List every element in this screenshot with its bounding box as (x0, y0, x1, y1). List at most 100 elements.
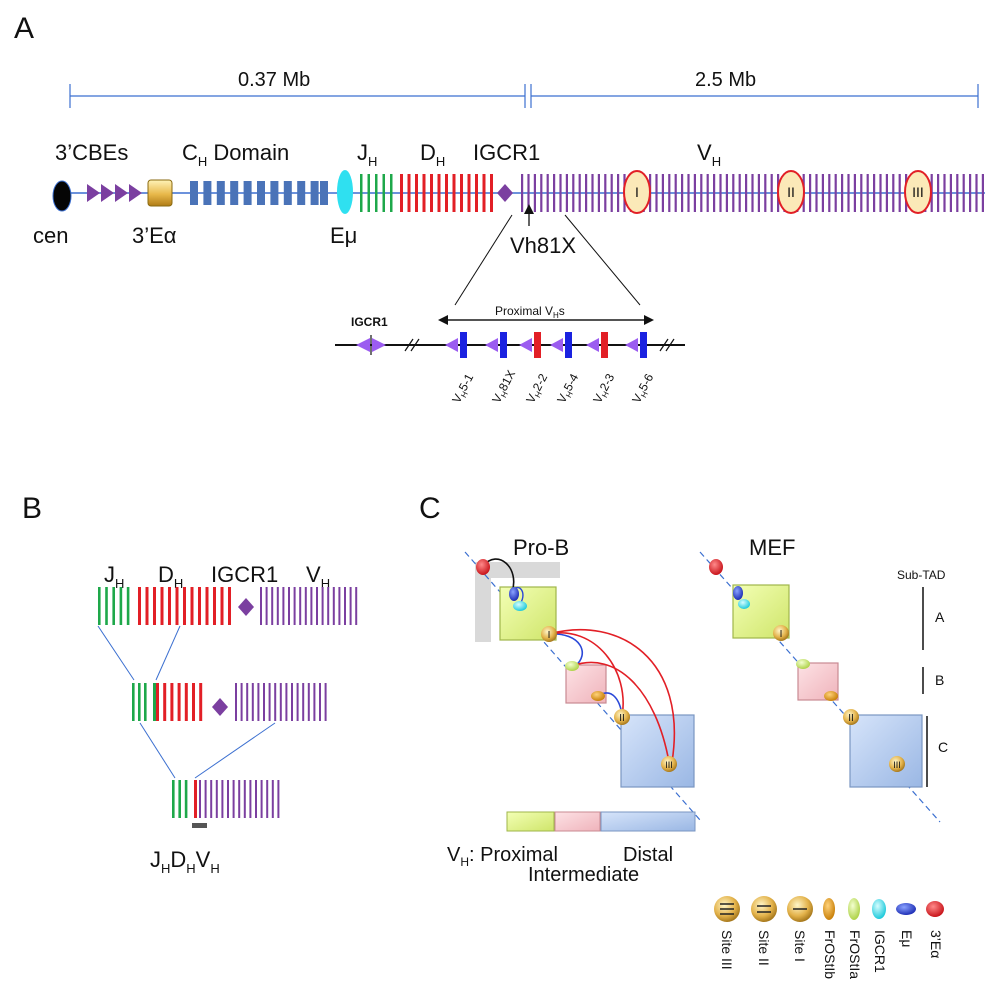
b-jh-bar (184, 780, 188, 818)
vh-bar (700, 174, 703, 212)
scale-label-right: 2.5 Mb (695, 69, 756, 91)
b-vh-bar (271, 587, 274, 625)
jh-bar (375, 174, 378, 212)
inset-gene-arrow (625, 338, 638, 352)
vh-bar (885, 174, 888, 212)
vh-bar (962, 174, 965, 212)
b-djh-row (132, 683, 327, 721)
b-connector-lines (97, 625, 276, 779)
b-dh-bar (220, 587, 224, 625)
b-vh-bar (260, 780, 263, 818)
c-mef-title: MEF (749, 535, 795, 560)
vh-bar (764, 174, 767, 212)
b-vh-bar (215, 780, 218, 818)
inset-gene-block (601, 332, 608, 358)
b-jh-bar (112, 587, 115, 625)
cbe-arrow (101, 184, 114, 202)
b-vh-bar (355, 587, 358, 625)
b-dh-bar (145, 587, 149, 625)
vh-bar (719, 174, 722, 212)
vh-bar (821, 174, 824, 212)
subtad-label-a: A (935, 609, 945, 625)
vh-bar (745, 174, 748, 212)
svg-text:I: I (780, 629, 783, 640)
ch-block (270, 181, 279, 205)
label-dh: DH (420, 140, 445, 169)
jh-bar (367, 174, 370, 212)
svg-text:III: III (893, 760, 901, 770)
inset-gene-arrow (586, 338, 599, 352)
vh-bar (898, 174, 901, 212)
mef-subtad-c (849, 714, 923, 788)
label-jh: JH (357, 140, 377, 169)
b-vdj-row (172, 780, 280, 818)
vh-bar (956, 174, 959, 212)
dh-bar (460, 174, 463, 212)
svg-text:I: I (548, 630, 551, 641)
b-vh-bar (313, 683, 316, 721)
legend-label: IGCR1 (872, 930, 888, 973)
b-vh-bar (319, 683, 321, 721)
svg-text:I: I (635, 184, 639, 200)
dh-bar (475, 174, 478, 212)
vh-bar (713, 174, 716, 212)
vh-bar (572, 174, 575, 212)
b-vh-bar (255, 780, 257, 818)
cbe-arrows (87, 184, 142, 202)
emu-enhancer-shape (337, 170, 353, 214)
b-vh-bar (285, 683, 288, 721)
inset-gene-block (500, 332, 507, 358)
b-vh-bar (238, 780, 241, 818)
b-jh-bar (126, 587, 130, 625)
legend-label: Eμ (899, 930, 915, 947)
vh-bar (585, 174, 588, 212)
ch-block (216, 181, 225, 205)
cbe-arrow (129, 184, 142, 202)
label-emu: Eμ (330, 223, 357, 248)
vh-bar (706, 174, 709, 212)
legend-label: FrOStIb (822, 930, 838, 979)
inset-igcr1-arrows (356, 335, 386, 355)
vh-bar (655, 174, 658, 212)
b-vh-bar (291, 683, 293, 721)
vh-bar (674, 174, 677, 212)
ch-domain-blocks (190, 181, 328, 205)
inset-gene-label: VH81X (489, 368, 520, 407)
b-vh-bar (246, 683, 249, 721)
b-vh-bar (307, 683, 310, 721)
b-jh-bar (138, 683, 141, 721)
vh-bar (553, 174, 556, 212)
vh-bar (828, 174, 831, 212)
vh-bar (757, 174, 760, 212)
scale-bar-left (69, 84, 526, 108)
vh-bar (751, 174, 754, 212)
vh-bar (860, 174, 863, 212)
dh-bar (437, 174, 441, 212)
legend-emu-ball (896, 903, 916, 915)
b-dh-bar (228, 587, 231, 625)
b-jh-bar (172, 780, 175, 818)
legend-label: Site III (719, 930, 735, 970)
vh-bar (617, 174, 620, 212)
b-vh-bar (227, 780, 229, 818)
c-label-proximal: VH: Proximal (447, 844, 558, 869)
b-vh-bar (257, 683, 260, 721)
ch-block (190, 181, 198, 205)
b-dh-bar (205, 587, 209, 625)
b-dh-bar (138, 587, 141, 625)
b-dh-bar (163, 683, 167, 721)
inset-gene-label: VH2-2 (523, 371, 552, 406)
b-vh-bar (251, 683, 254, 721)
label-ch-domain: CH Domain (182, 140, 289, 169)
b-label-dh: DH (158, 562, 183, 591)
b-vh-bar (296, 683, 299, 721)
site-i-oval: I (623, 170, 651, 214)
dh-bar (482, 174, 486, 212)
label-vh81x: Vh81X (510, 233, 576, 258)
dh-bar (400, 174, 403, 212)
dh-bar (415, 174, 418, 212)
inset-gene-arrow (519, 338, 532, 352)
inset-proximal-vhs-label: Proximal VHs (495, 304, 565, 320)
jh-bar (390, 174, 393, 212)
